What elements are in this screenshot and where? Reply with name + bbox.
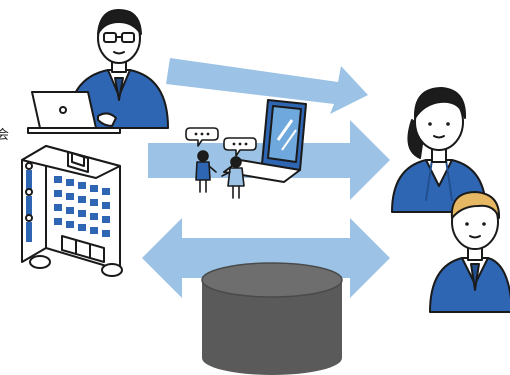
arrow-top-icon [166,58,368,114]
man-with-laptop-icon [27,9,169,134]
chatting-people-icon [185,127,257,199]
database-cylinder-icon [201,262,343,375]
office-building-icon [21,145,123,277]
laptop-icon [223,99,307,183]
businessman-icon [429,191,510,313]
cropped-text-fragment: 会 [0,128,10,143]
